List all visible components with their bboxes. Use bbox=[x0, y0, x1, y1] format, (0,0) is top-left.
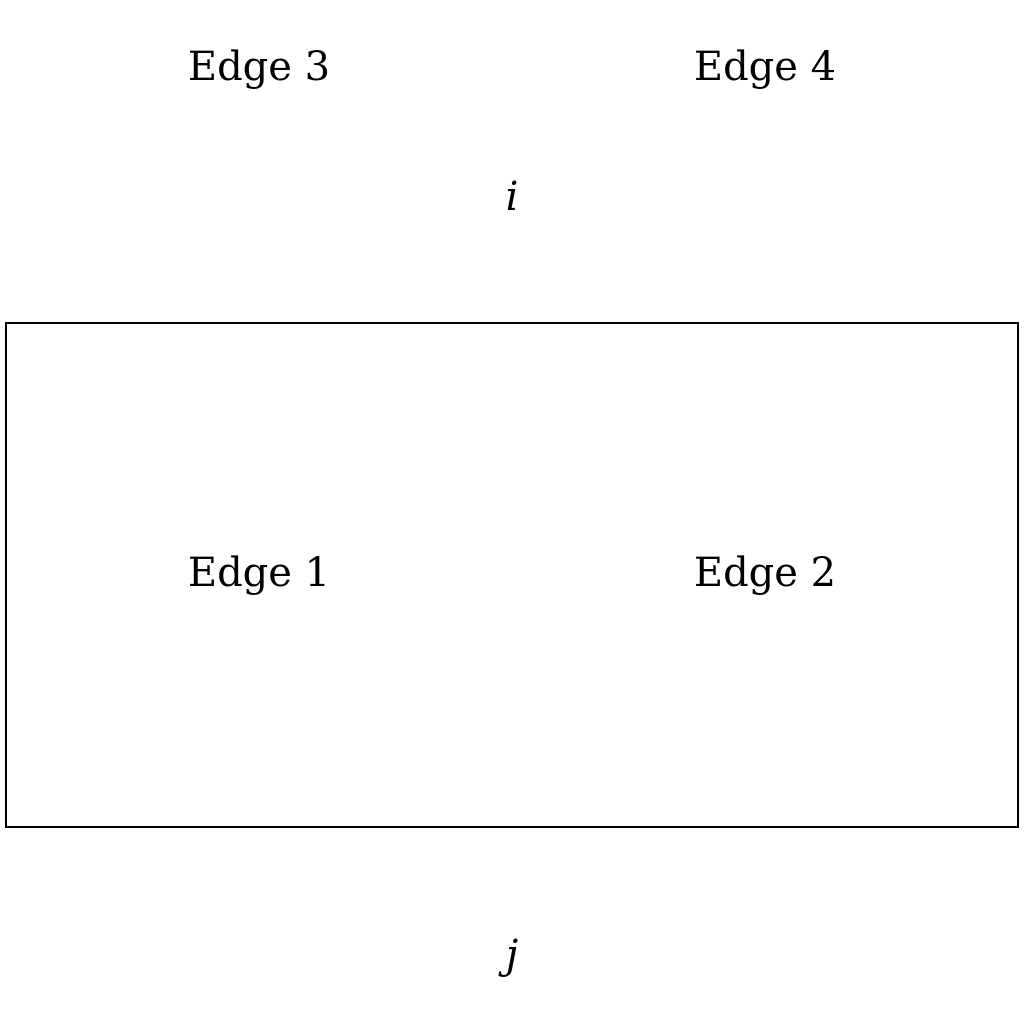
rectangle-box bbox=[5, 322, 1019, 828]
edge-2-label: Edge 2 bbox=[693, 550, 837, 596]
edge-1-label: Edge 1 bbox=[187, 550, 331, 596]
edge-4-label: Edge 4 bbox=[693, 44, 837, 90]
variable-i-label: i bbox=[505, 174, 519, 220]
variable-j-label: j bbox=[505, 932, 519, 978]
edge-3-label: Edge 3 bbox=[187, 44, 331, 90]
